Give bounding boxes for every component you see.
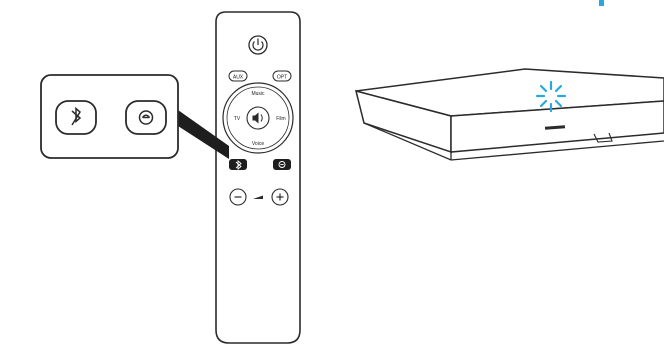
remote-control: AUX OPT Music TV Film Voice xyxy=(216,12,300,343)
aux-button[interactable]: AUX xyxy=(229,71,247,81)
volume-down-button[interactable] xyxy=(230,189,246,205)
film-button[interactable]: Film xyxy=(276,116,285,122)
callout-bluetooth-button xyxy=(56,101,96,134)
opt-button[interactable]: OPT xyxy=(273,71,291,81)
callout-sync-button xyxy=(126,101,166,134)
power-button[interactable] xyxy=(249,36,267,54)
mute-button[interactable] xyxy=(247,107,269,129)
callout-box xyxy=(41,75,178,158)
bluetooth-button[interactable] xyxy=(229,159,247,170)
aux-label: AUX xyxy=(233,75,244,81)
sync-button[interactable] xyxy=(273,159,291,170)
indicator-fragment xyxy=(599,0,604,6)
voice-button[interactable]: Voice xyxy=(252,141,264,147)
remote-body xyxy=(216,12,300,343)
music-button[interactable]: Music xyxy=(251,91,265,97)
soundbar xyxy=(356,69,664,160)
volume-up-button[interactable] xyxy=(272,189,288,205)
tv-button[interactable]: TV xyxy=(234,116,241,122)
opt-label: OPT xyxy=(277,75,287,81)
